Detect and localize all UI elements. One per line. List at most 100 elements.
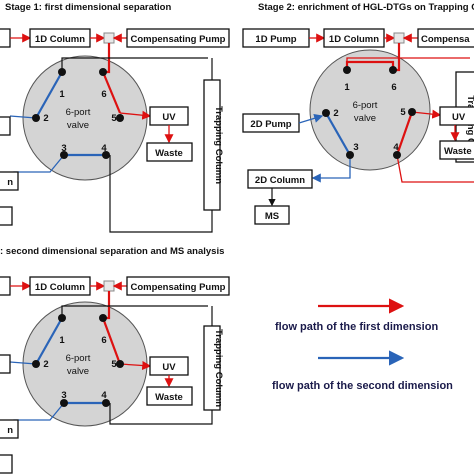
stage2-waste-label: Waste bbox=[444, 146, 472, 157]
stage2-port-5 bbox=[408, 108, 416, 116]
legend-second-dimension-label: flow path of the second dimension bbox=[272, 380, 453, 392]
stage3-port-3-label: 3 bbox=[61, 390, 66, 401]
stage2-port-3-label: 3 bbox=[353, 142, 358, 153]
stage1-panel: Stage 1: first dimensional separation 1D… bbox=[0, 2, 230, 233]
stage1-compensating-pump-box bbox=[126, 28, 230, 48]
stage1-valve-line2: valve bbox=[67, 120, 89, 131]
stage1-valve-line1: 6-port bbox=[66, 107, 91, 118]
stage2-port-6-label: 6 bbox=[391, 82, 396, 93]
stage3-left-ms-box bbox=[0, 454, 13, 474]
stage1-left-pump-box bbox=[0, 28, 11, 48]
stage1-port-4 bbox=[102, 151, 110, 159]
stage2-port-2-label: 2 bbox=[333, 108, 338, 119]
stage1-left-ms-box bbox=[0, 206, 13, 226]
stage3-port-3 bbox=[60, 399, 68, 407]
stage2-ms-label: MS bbox=[265, 211, 279, 222]
stage1-port-4-label: 4 bbox=[101, 143, 107, 154]
stage2-port-1 bbox=[343, 66, 351, 74]
stage3-title: : second dimensional separation and MS a… bbox=[0, 246, 224, 257]
stage2-port-6 bbox=[389, 66, 397, 74]
legend: flow path of the first dimension flow pa… bbox=[272, 298, 453, 392]
stage1-uv-label: UV bbox=[162, 112, 176, 123]
stage2-port-2 bbox=[322, 109, 330, 117]
stage2-2d-column-box bbox=[247, 169, 313, 189]
stage3-valve-line1: 6-port bbox=[66, 353, 91, 364]
stage1-port-6-label: 6 bbox=[101, 89, 106, 100]
stage2-waste-box bbox=[439, 140, 474, 160]
stage2-uv-box bbox=[439, 106, 474, 126]
stage3-port-2 bbox=[32, 360, 40, 368]
stage1-port-1 bbox=[58, 68, 66, 76]
stage3-waste-box bbox=[146, 386, 193, 406]
stage2-panel: Stage 2: enrichment of HGL-DTGs on Trapp… bbox=[242, 2, 474, 225]
stage1-waste-box bbox=[146, 142, 193, 162]
stage2-port-1-label: 1 bbox=[344, 82, 350, 93]
stage3-port-4-label: 4 bbox=[101, 390, 107, 401]
stage2-1d-column-label: 1D Column bbox=[329, 34, 379, 45]
stage2-blue-2-to-3 bbox=[325, 112, 351, 156]
stage2-port-3 bbox=[346, 151, 354, 159]
stage1-compensating-pump-label: Compensating Pump bbox=[130, 34, 225, 45]
stage1-left-2d-pump-box bbox=[0, 116, 11, 136]
stage2-valve-line1: 6-port bbox=[353, 100, 378, 111]
stage3-valve-line2: valve bbox=[67, 366, 89, 377]
stage2-port-5-label: 5 bbox=[400, 107, 406, 118]
stage3-port-5-label: 5 bbox=[111, 359, 117, 370]
stage3-tee bbox=[103, 280, 115, 292]
stage2-uv-label: UV bbox=[452, 112, 466, 123]
stage1-blue-2-to-1 bbox=[35, 71, 63, 119]
stage3-left-pump-box bbox=[0, 276, 11, 296]
stage1-port-5-label: 5 bbox=[111, 113, 117, 124]
stage1-port-6 bbox=[99, 68, 107, 76]
stage3-blue-2-to-1 bbox=[35, 317, 63, 365]
stage1-tee bbox=[103, 32, 115, 44]
stage2-valve bbox=[309, 49, 431, 171]
stage2-title: Stage 2: enrichment of HGL-DTGs on Trapp… bbox=[258, 2, 474, 13]
stage1-valve bbox=[22, 55, 148, 181]
stage3-port-5 bbox=[116, 360, 124, 368]
stage2-compensating-pump-box bbox=[417, 28, 474, 48]
stage3-1d-column-label: 1D Column bbox=[35, 282, 85, 293]
stage3-trapping-column-label: Trapping Column bbox=[213, 329, 224, 407]
stage3-port-1 bbox=[58, 314, 66, 322]
stage3-uv-label: UV bbox=[162, 362, 176, 373]
stage1-port-2 bbox=[32, 114, 40, 122]
stage3-port-2-label: 2 bbox=[43, 359, 48, 370]
stage3-compensating-pump-label: Compensating Pump bbox=[130, 282, 225, 293]
stage1-port-3-label: 3 bbox=[61, 143, 66, 154]
stage2-valve-line2: valve bbox=[354, 113, 376, 124]
stage1-1d-column-label: 1D Column bbox=[35, 34, 85, 45]
stage1-red-6-to-5 bbox=[101, 71, 122, 114]
stage1-left-2d-column-box bbox=[0, 171, 19, 191]
stage1-port-1-label: 1 bbox=[59, 89, 65, 100]
stage3-left-2d-column-label: n bbox=[7, 425, 13, 436]
stage1-port-3 bbox=[60, 151, 68, 159]
stage2-tee bbox=[393, 32, 405, 44]
stage1-port-5 bbox=[116, 114, 124, 122]
stage3-port-6-label: 6 bbox=[101, 335, 106, 346]
stage3-compensating-pump-box bbox=[126, 276, 230, 296]
stage1-port-2-label: 2 bbox=[43, 113, 48, 124]
stage1-waste-label: Waste bbox=[155, 148, 183, 159]
stage2-2d-column-label: 2D Column bbox=[255, 175, 305, 186]
stage1-trapping-column-label: Trapping Column bbox=[213, 106, 224, 184]
stage1-left-2d-column-label: n bbox=[7, 177, 13, 188]
stage3-port-4 bbox=[102, 399, 110, 407]
legend-first-dimension-label: flow path of the first dimension bbox=[275, 321, 438, 333]
stage2-1d-pump-label: 1D Pump bbox=[255, 34, 296, 45]
stage2-ms-box bbox=[254, 205, 290, 225]
stage3-waste-label: Waste bbox=[155, 392, 183, 403]
stage3-red-6-to-5 bbox=[101, 317, 122, 365]
stage2-compensating-pump-label: Compensa bbox=[421, 34, 470, 45]
stage2-port-4-label: 4 bbox=[393, 142, 399, 153]
stage3-panel: : second dimensional separation and MS a… bbox=[0, 246, 230, 474]
stage2-red-5-to-4 bbox=[395, 111, 414, 156]
stage1-title: Stage 1: first dimensional separation bbox=[5, 2, 171, 13]
stage3-port-1-label: 1 bbox=[59, 335, 65, 346]
stage3-left-2d-column-box bbox=[0, 419, 19, 439]
stage3-port-6 bbox=[99, 314, 107, 322]
stage2-port-4 bbox=[393, 151, 401, 159]
stage2-2d-pump-label: 2D Pump bbox=[250, 119, 291, 130]
stage3-left-2d-pump-box bbox=[0, 354, 11, 374]
